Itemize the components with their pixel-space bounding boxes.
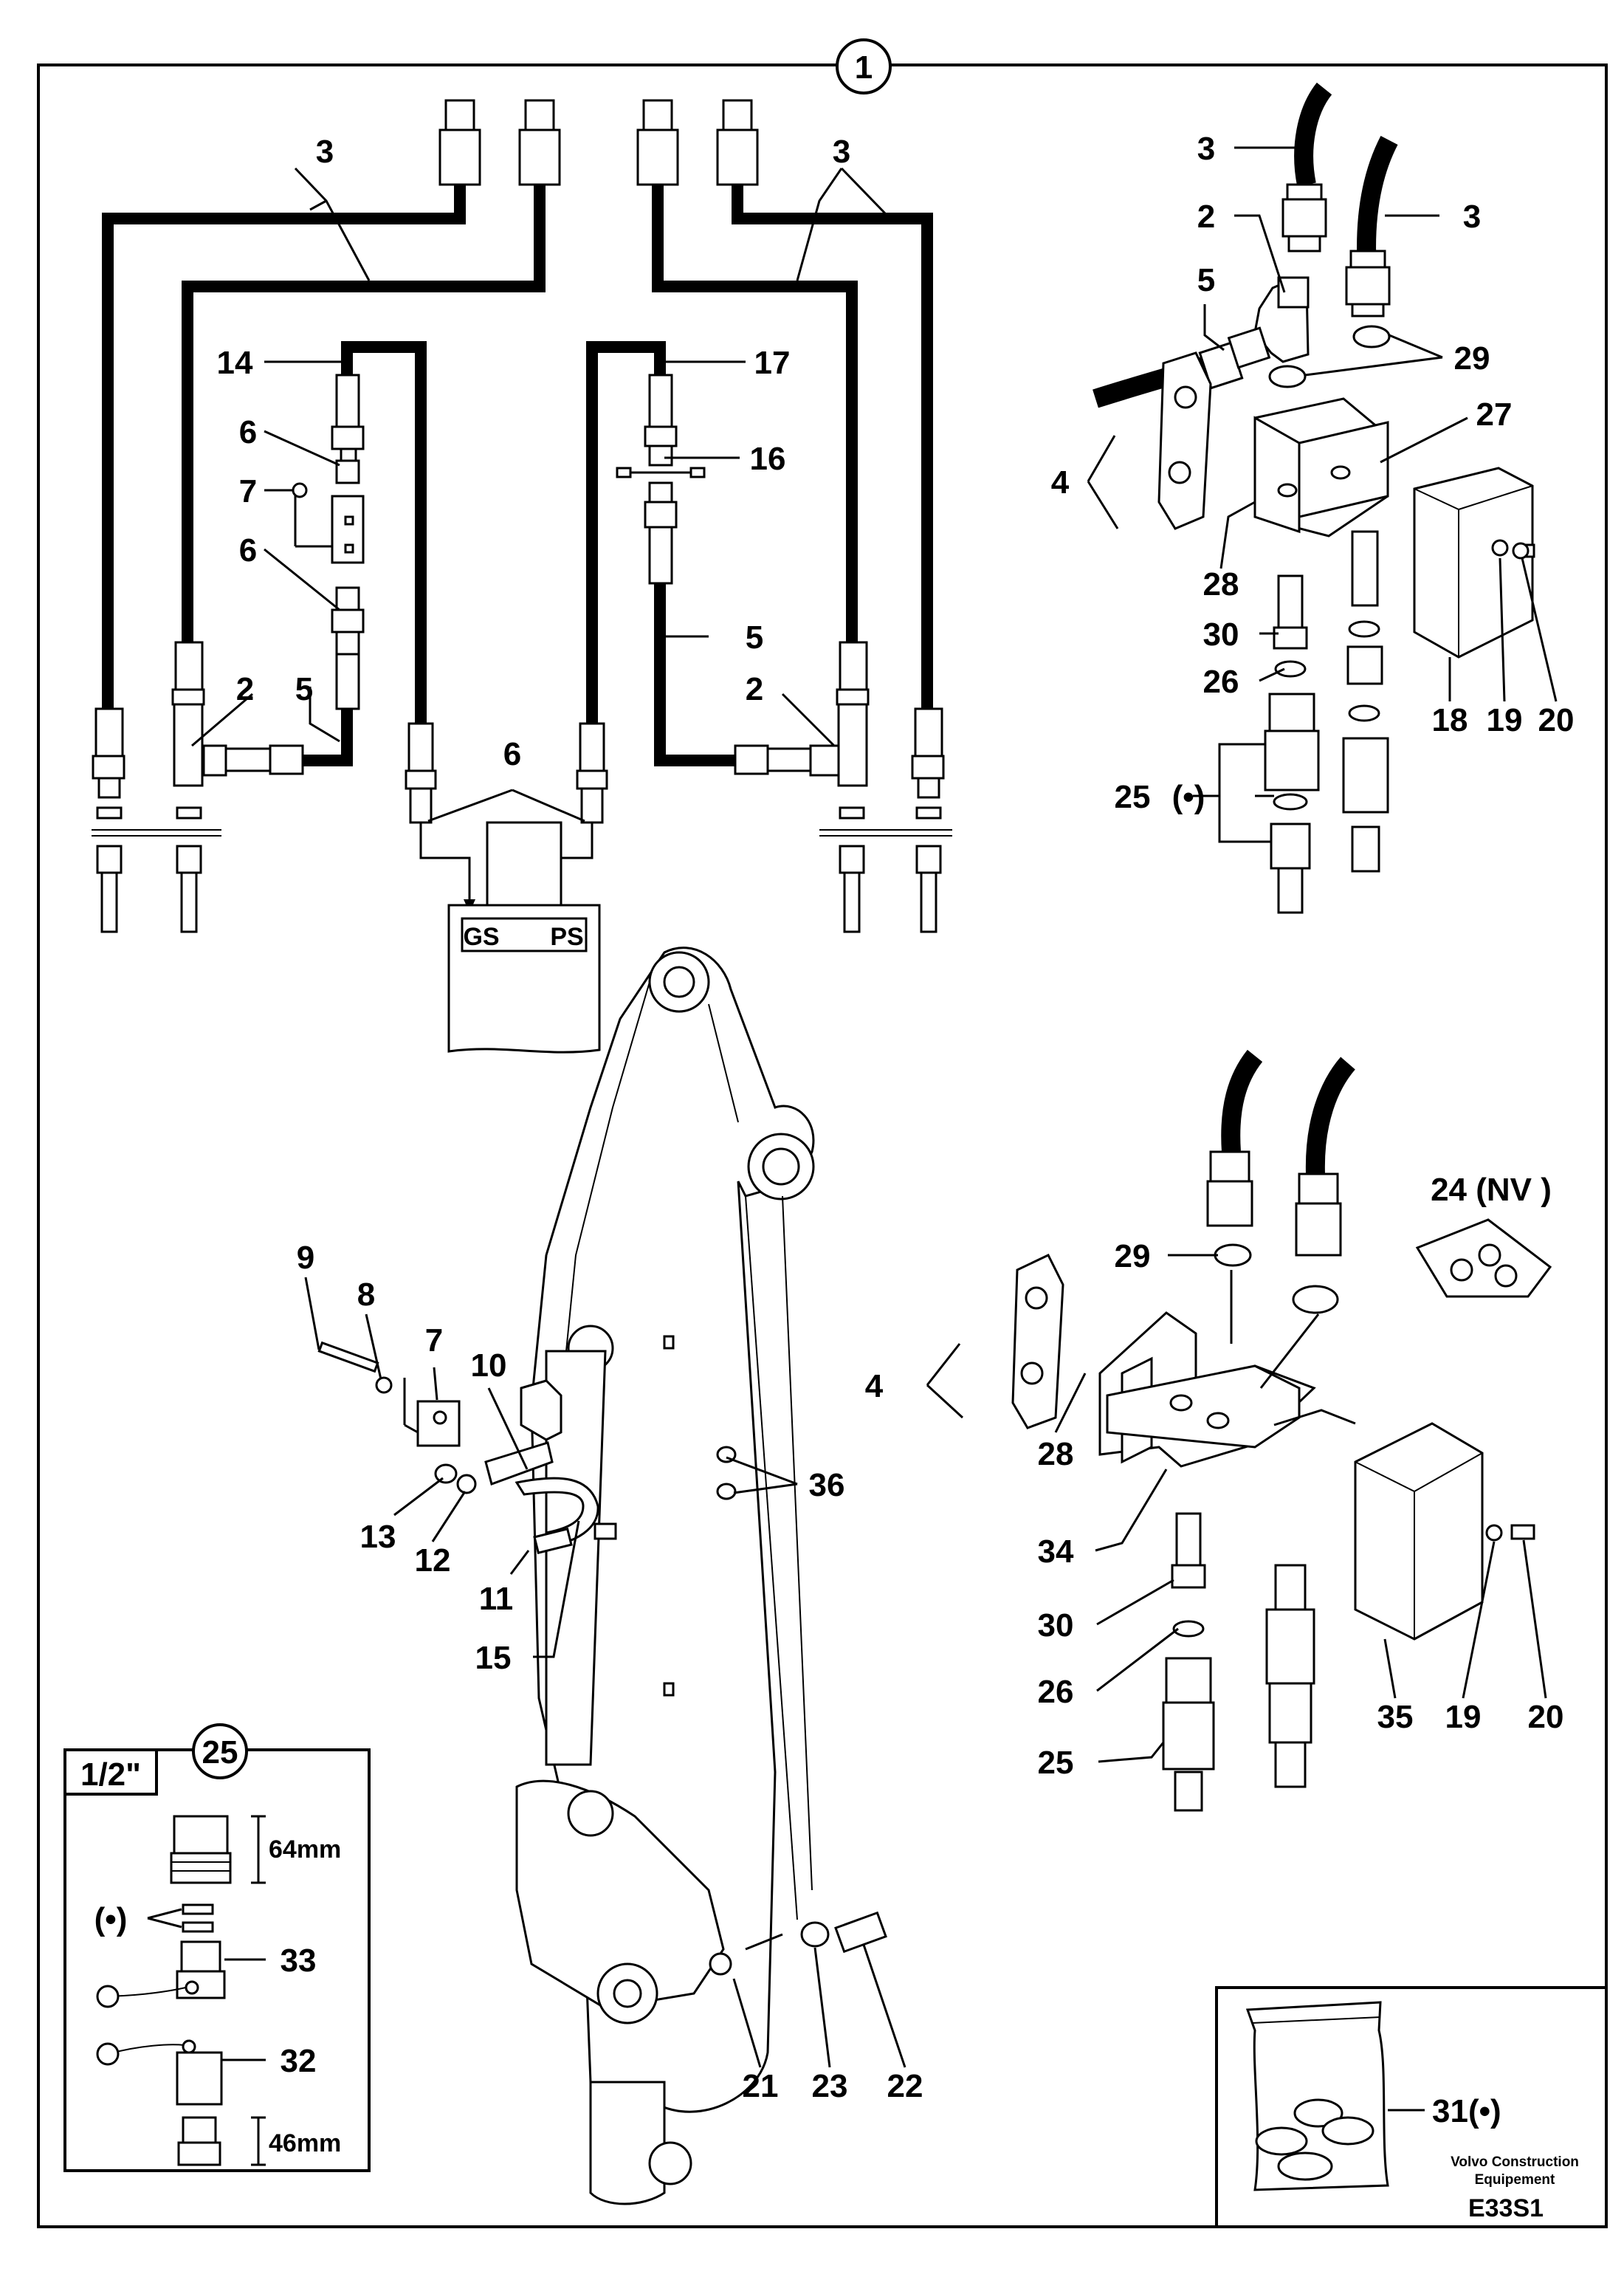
callout-33: 33 — [281, 1943, 317, 1979]
top-fitting-3 — [636, 99, 679, 186]
callout-22: 22 — [887, 2068, 923, 2104]
callout-dot-tr: (•) — [1172, 779, 1205, 815]
left-valve-column — [292, 374, 365, 710]
callout-11: 11 — [479, 1581, 514, 1617]
brand-line-1: Volvo Construction — [1451, 2154, 1579, 2170]
inset-25-box — [63, 1723, 371, 2172]
callout-16: 16 — [750, 441, 786, 477]
callout-27: 27 — [1476, 396, 1513, 433]
callout-19-tr: 19 — [1487, 702, 1523, 738]
callout-4-tr: 4 — [1051, 464, 1070, 501]
callout-29-tr: 29 — [1454, 340, 1490, 377]
callout-26-tr: 26 — [1203, 664, 1239, 700]
dim-64mm: 64mm — [269, 1835, 341, 1864]
callout-25-tr: 25 — [1115, 779, 1151, 815]
inset-dot-label: (•) — [94, 1901, 128, 1937]
callout-26-mr: 26 — [1038, 1674, 1074, 1710]
sheet-number-circle — [836, 38, 892, 95]
port-ps-label: PS — [550, 923, 583, 951]
hose-5-right — [654, 582, 738, 766]
callout-2-tr: 2 — [1197, 199, 1215, 235]
callout-5-left: 5 — [295, 671, 313, 707]
callout-20-mr: 20 — [1528, 1699, 1564, 1735]
callout-10: 10 — [471, 1347, 507, 1384]
callout-7: 7 — [425, 1322, 443, 1359]
callout-17: 17 — [754, 345, 791, 381]
seal-kit-bag — [1245, 2001, 1425, 2191]
callout-6-centre: 6 — [503, 736, 521, 772]
callout-3-tr-b: 3 — [1463, 199, 1481, 235]
callout-4-mr: 4 — [865, 1368, 884, 1404]
callout-34: 34 — [1038, 1534, 1074, 1570]
quick-coupler-assembly-top — [1087, 82, 1558, 914]
inset-callout-25: 25 — [202, 1734, 238, 1771]
quick-coupler-assembly-mid — [926, 1049, 1552, 1812]
drawing-code: E33S1 — [1468, 2194, 1544, 2222]
cylinder-block — [447, 821, 601, 1054]
left-bottom-fittings — [92, 641, 304, 933]
hose-3-outer-right — [732, 185, 933, 718]
excavator-arm — [304, 947, 906, 2205]
callout-3-right: 3 — [833, 134, 850, 170]
port-gs-label: GS — [463, 923, 499, 951]
sheet-number: 1 — [855, 49, 873, 86]
hose-14 — [341, 341, 427, 728]
hose-schematic: GS PS — [92, 99, 952, 1054]
leader-3-right — [796, 168, 843, 281]
callout-32: 32 — [281, 2043, 317, 2079]
callout-21: 21 — [743, 2068, 779, 2104]
brand-line-2: Equipement — [1475, 2172, 1555, 2188]
right-bottom-fittings — [734, 641, 952, 933]
callout-3-left: 3 — [316, 134, 334, 170]
callout-12: 12 — [415, 1542, 451, 1579]
callout-3-tr-a: 3 — [1197, 131, 1215, 167]
callout-29-mr: 29 — [1115, 1238, 1151, 1274]
callout-20-tr: 20 — [1538, 702, 1575, 738]
callout-30-mr: 30 — [1038, 1607, 1074, 1644]
centre-connectors — [405, 722, 608, 913]
callout-15: 15 — [475, 1640, 512, 1676]
callout-28-mr: 28 — [1038, 1436, 1074, 1472]
callout-36: 36 — [809, 1467, 845, 1503]
hose-3-inner-right — [652, 185, 858, 650]
hose-3-inner-left — [182, 185, 546, 650]
callout-24: 24 (NV ) — [1431, 1172, 1552, 1208]
callout-28-tr: 28 — [1203, 566, 1239, 602]
callout-30-tr: 30 — [1203, 617, 1239, 653]
callout-19-mr: 19 — [1445, 1699, 1482, 1735]
callout-13: 13 — [360, 1519, 396, 1555]
callout-5-right: 5 — [746, 619, 763, 656]
callout-2-left: 2 — [236, 671, 254, 707]
callout-35: 35 — [1377, 1699, 1414, 1735]
kit-box-frame — [1215, 1986, 1606, 2227]
callout-8: 8 — [357, 1277, 375, 1313]
callout-18: 18 — [1432, 702, 1468, 738]
callout-14: 14 — [217, 345, 253, 381]
callout-23: 23 — [812, 2068, 848, 2104]
callout-9: 9 — [297, 1240, 314, 1276]
callout-6-lower: 6 — [239, 532, 257, 569]
hose-3-outer-left — [102, 185, 466, 718]
top-fitting-4 — [716, 99, 759, 186]
hose-5-left — [303, 709, 353, 766]
dim-46mm: 46mm — [269, 2129, 341, 2157]
callout-7-schematic: 7 — [239, 473, 257, 509]
right-valve-column — [616, 374, 706, 585]
callout-5-tr: 5 — [1197, 262, 1215, 298]
callout-6-upper: 6 — [239, 414, 257, 450]
callout-31: 31(•) — [1432, 2093, 1501, 2129]
hose-17 — [586, 341, 666, 728]
sheet-frame — [37, 63, 1608, 2228]
callout-25-mr: 25 — [1038, 1745, 1074, 1781]
inset-size-label: 1/2" — [80, 1756, 141, 1793]
top-fitting-1 — [438, 99, 481, 186]
callout-2-right: 2 — [746, 671, 763, 707]
top-fitting-2 — [518, 99, 561, 186]
